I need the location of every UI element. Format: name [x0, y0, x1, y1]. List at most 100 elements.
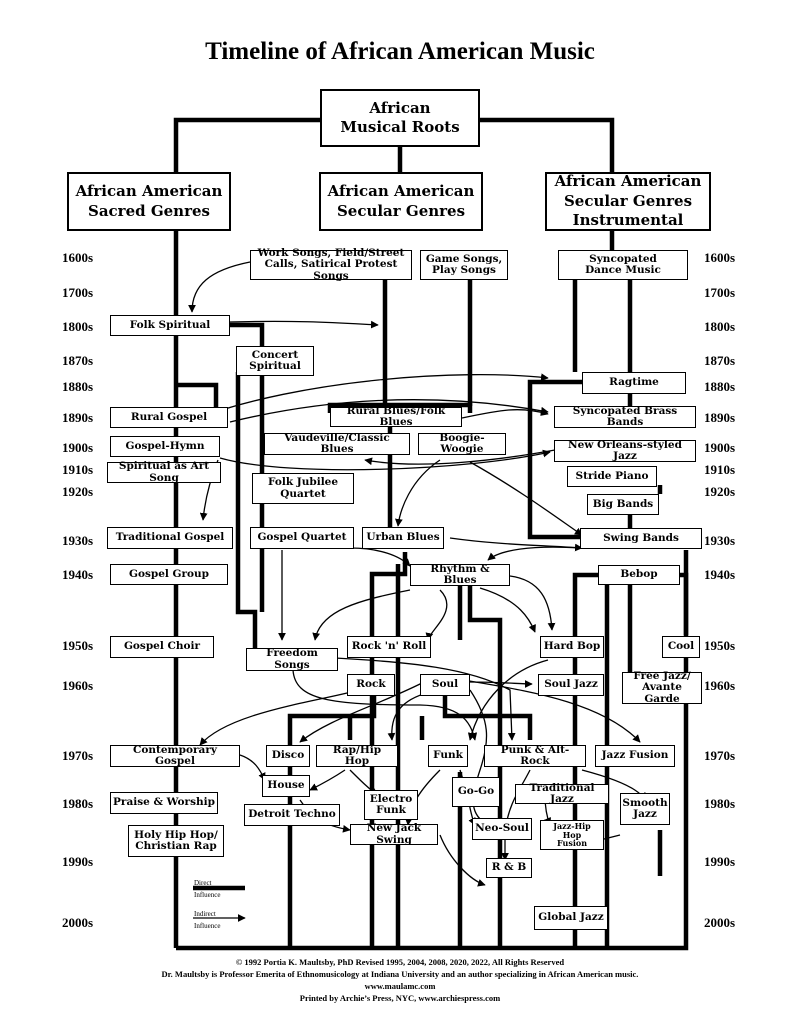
year-label-1800s: 1800s: [62, 319, 94, 334]
indirect-arrow: [188, 261, 251, 313]
year-label-1940s: 1940s: [62, 567, 94, 582]
genre-house: House: [262, 775, 310, 797]
indirect-arrow: [439, 834, 486, 887]
genre-syncopated-dance: Syncopated Dance Music: [558, 250, 688, 280]
genre-vaudeville: Vaudeville/Classic Blues: [264, 432, 410, 455]
genre-folk-spiritual: Folk Spiritual: [110, 315, 230, 336]
genre-urban-blues: Urban Blues: [362, 527, 444, 549]
year-label-1980s: 1980s: [704, 796, 736, 811]
year-label-1880s: 1880s: [704, 379, 736, 394]
genre-rap-hip-hop: Rap/Hip Hop: [316, 744, 398, 767]
genre-rock: Rock: [347, 674, 395, 696]
indirect-arrow: [349, 547, 411, 567]
genre-game-songs: Game Songs, Play Songs: [420, 250, 508, 280]
year-label-1930s: 1930s: [704, 533, 736, 548]
genre-jazz-hip-hop-fusion: Jazz-Hip Hop Fusion: [540, 820, 604, 850]
year-label-1870s: 1870s: [62, 353, 94, 368]
genre-ragtime: Ragtime: [582, 372, 686, 394]
year-label-1920s: 1920s: [704, 484, 736, 499]
indirect-arrow: [395, 459, 441, 527]
direct-line: [467, 585, 503, 948]
footer-printer: Printed by Archie’s Press, NYC, www.arch…: [299, 993, 501, 1003]
indirect-arrow: [469, 689, 489, 826]
genre-gospel-group: Gospel Group: [110, 564, 228, 585]
genre-go-go: Go-Go: [452, 777, 500, 807]
indirect-arrow: [425, 589, 448, 641]
genre-rock-n-roll: Rock 'n' Roll: [347, 636, 431, 658]
footer-website: www.maulamc.com: [364, 981, 436, 991]
year-label-1970s: 1970s: [62, 748, 94, 763]
year-label-1980s: 1980s: [62, 796, 94, 811]
direct-line: [680, 572, 689, 635]
indirect-arrow: [219, 449, 551, 471]
year-label-1880s: 1880s: [62, 379, 94, 394]
year-label-1950s: 1950s: [62, 638, 94, 653]
indirect-arrow: [469, 461, 583, 536]
genre-gospel-hymn: Gospel-Hymn: [110, 436, 220, 457]
legend-lines: [193, 885, 246, 922]
indirect-arrow: [197, 373, 549, 419]
year-label-1800s: 1800s: [704, 319, 736, 334]
genre-concert-spiritual: Concert Spiritual: [236, 346, 314, 376]
indirect-arrow: [292, 669, 478, 741]
genre-swing-bands: Swing Bands: [580, 528, 702, 549]
genre-contemporary-gospel: Contemporary Gospel: [110, 744, 240, 767]
genre-gospel-choir: Gospel Choir: [110, 636, 214, 658]
indirect-arrow: [479, 587, 536, 633]
direct-line: [480, 117, 615, 172]
indirect-arrow: [309, 769, 346, 791]
year-label-1600s: 1600s: [62, 250, 94, 265]
year-label-2000s: 2000s: [62, 915, 94, 930]
year-label-1960s: 1960s: [704, 678, 736, 693]
genre-rural-gospel: Rural Gospel: [110, 407, 228, 428]
direct-line: [230, 322, 265, 350]
genre-cool: Cool: [662, 636, 700, 658]
genre-r-and-b: R & B: [486, 858, 532, 878]
year-label-2000s: 2000s: [704, 915, 736, 930]
genre-disco: Disco: [266, 745, 310, 767]
indirect-arrow: [463, 679, 641, 743]
direct-line: [287, 696, 377, 948]
indirect-arrow: [299, 679, 429, 743]
year-label-1600s: 1600s: [704, 250, 736, 265]
header-instrumental-genres: African American Secular Genres Instrume…: [545, 172, 711, 231]
genre-rhythm-blues: Rhythm & Blues: [410, 563, 510, 586]
year-label-1890s: 1890s: [704, 410, 736, 425]
year-label-1900s: 1900s: [62, 440, 94, 455]
year-label-1900s: 1900s: [704, 440, 736, 455]
genre-freedom-songs: Freedom Songs: [246, 648, 338, 671]
genre-punk-alt-rock: Punk & Alt-Rock: [484, 744, 586, 767]
year-label-1920s: 1920s: [62, 484, 94, 499]
indirect-arrow: [229, 399, 549, 423]
genre-work-songs: Work Songs, Field/Street Calls, Satirica…: [250, 247, 412, 281]
genre-free-jazz: Free Jazz/ Avante Garde: [622, 670, 702, 704]
genre-stride-piano: Stride Piano: [567, 466, 657, 487]
indirect-arrow: [467, 659, 549, 741]
genre-traditional-gospel: Traditional Gospel: [107, 527, 233, 549]
year-label-1940s: 1940s: [704, 567, 736, 582]
indirect-arrow: [364, 449, 556, 466]
legend-direct-label: Direct Influence: [194, 879, 221, 899]
header-secular-genres: African American Secular Genres: [319, 172, 483, 231]
year-label-1700s: 1700s: [62, 285, 94, 300]
year-label-1990s: 1990s: [704, 854, 736, 869]
header-sacred-genres: African American Sacred Genres: [67, 172, 231, 231]
genre-big-bands: Big Bands: [587, 494, 659, 515]
legend-indirect-label: Indirect Influence: [194, 910, 221, 930]
footer-copyright: © 1992 Portia K. Maultsby, PhD Revised 1…: [235, 957, 565, 967]
year-label-1950s: 1950s: [704, 638, 736, 653]
indirect-arrow: [461, 408, 549, 419]
year-label-1970s: 1970s: [704, 748, 736, 763]
genre-rural-blues: Rural Blues/Folk Blues: [330, 405, 462, 428]
indirect-arrow: [312, 589, 411, 641]
genre-syncopated-brass: Syncopated Brass Bands: [554, 405, 696, 428]
genre-boogie-woogie: Boogie-Woogie: [418, 432, 506, 455]
genre-electro-funk: Electro Funk: [364, 790, 418, 820]
genre-hard-bop: Hard Bop: [540, 636, 604, 658]
genre-detroit-techno: Detroit Techno: [244, 804, 340, 826]
genre-new-orleans-jazz: New Orleans-styled Jazz: [554, 439, 696, 462]
indirect-arrow: [509, 575, 556, 631]
year-label-1960s: 1960s: [62, 678, 94, 693]
header-african-musical-roots: African Musical Roots: [320, 89, 480, 147]
